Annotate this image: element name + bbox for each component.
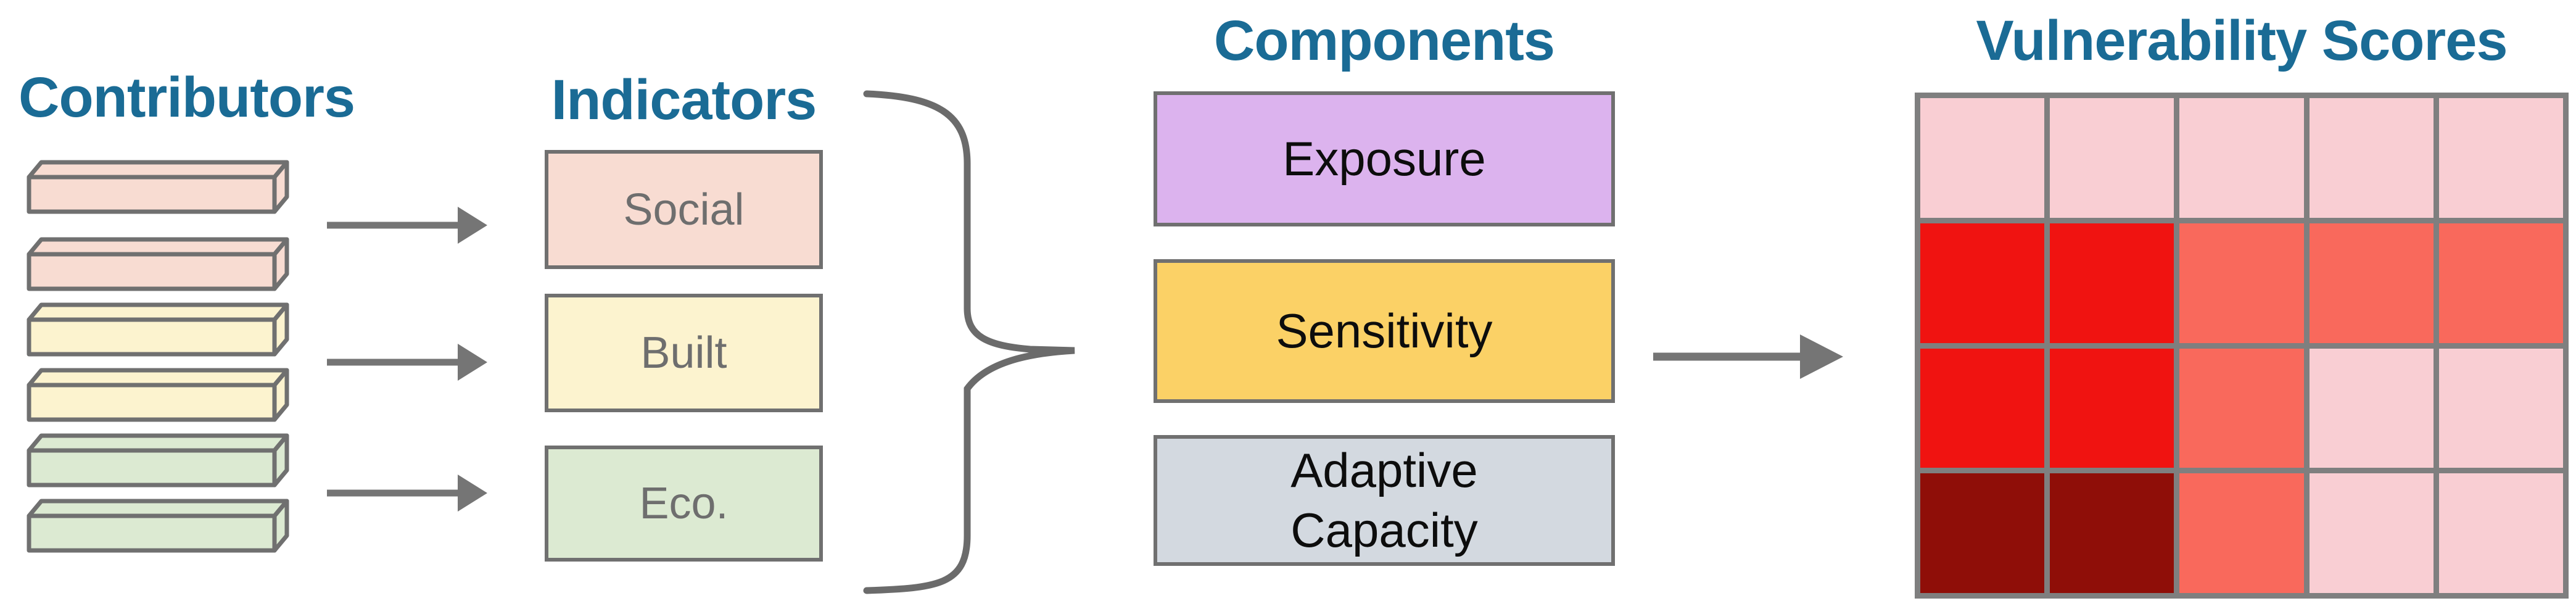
vulnerability-cell-r2c2 — [2050, 223, 2174, 343]
vulnerability-cell-r3c4 — [2309, 348, 2434, 468]
component-box-exposure: Exposure — [1154, 91, 1615, 226]
vulnerability-scores-title: Vulnerability Scores — [1976, 9, 2508, 72]
arrow-icon — [327, 344, 487, 381]
vulnerability-cell-r2c4 — [2309, 223, 2434, 343]
vulnerability-cell-r2c3 — [2179, 223, 2304, 343]
contributor-bar-social-2 — [27, 237, 289, 291]
vulnerability-cell-r1c3 — [2179, 98, 2304, 218]
vulnerability-cell-r1c5 — [2438, 98, 2563, 218]
contributor-bar-built-4 — [27, 368, 289, 422]
contributor-bar-built-3 — [27, 302, 289, 357]
contributor-bar-social-1 — [27, 160, 289, 214]
component-box-adaptive-capacity: Adaptive Capacity — [1154, 435, 1615, 566]
vulnerability-cell-r4c2 — [2050, 473, 2174, 593]
components-title: Components — [1213, 9, 1555, 72]
vulnerability-cell-r3c5 — [2438, 348, 2563, 468]
indicator-box-social: Social — [545, 150, 823, 269]
vulnerability-cell-r4c1 — [1920, 473, 2045, 593]
indicator-label-eco: Eco. — [639, 479, 729, 528]
contributor-bars — [27, 160, 289, 553]
vulnerability-cell-r2c1 — [1920, 223, 2045, 343]
vulnerability-cell-r3c1 — [1920, 348, 2045, 468]
vulnerability-cell-r1c1 — [1920, 98, 2045, 218]
indicators-title: Indicators — [551, 68, 817, 131]
vulnerability-cell-r3c2 — [2050, 348, 2174, 468]
contributor-bar-economic-6 — [27, 499, 289, 553]
vulnerability-cell-r1c4 — [2309, 98, 2434, 218]
indicator-label-built: Built — [640, 328, 727, 378]
arrow-icon — [327, 207, 487, 244]
component-label-exposure: Exposure — [1282, 131, 1486, 186]
contributor-arrows — [327, 207, 487, 512]
vulnerability-cell-r2c5 — [2438, 223, 2563, 343]
vulnerability-cell-r1c2 — [2050, 98, 2174, 218]
vulnerability-cell-r4c5 — [2438, 473, 2563, 593]
component-box-sensitivity: Sensitivity — [1154, 259, 1615, 403]
vulnerability-cell-r4c3 — [2179, 473, 2304, 593]
vulnerability-cell-r4c4 — [2309, 473, 2434, 593]
brace-icon — [863, 90, 1075, 594]
arrow-icon — [327, 475, 487, 512]
indicator-label-social: Social — [623, 185, 745, 234]
component-label-sensitivity: Sensitivity — [1276, 303, 1493, 358]
vulnerability-scores-grid — [1915, 93, 2569, 599]
components-to-scores-arrow-icon — [1653, 334, 1843, 379]
indicator-box-eco: Eco. — [545, 446, 823, 562]
vulnerability-cell-r3c3 — [2179, 348, 2304, 468]
contributor-bar-economic-5 — [27, 433, 289, 487]
indicator-box-built: Built — [545, 294, 823, 412]
contributors-title: Contributors — [19, 66, 355, 129]
component-label-adaptive-capacity: Adaptive Capacity — [1290, 442, 1478, 558]
